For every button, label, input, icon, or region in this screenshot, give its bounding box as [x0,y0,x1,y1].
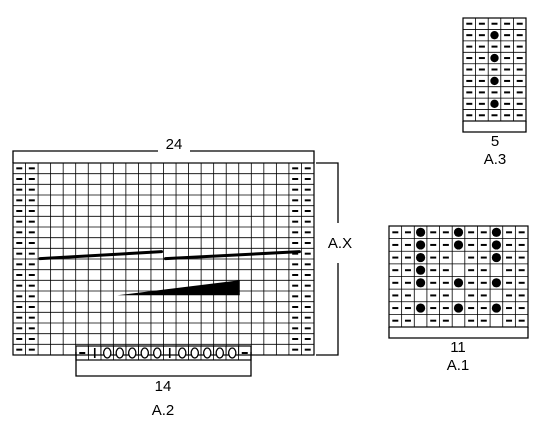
ax-shaping-line [164,250,301,261]
a1-bobble-dot-symbol [415,240,426,250]
a1-bobble-dot-symbol [491,303,502,313]
ax-height-bracket [316,162,339,356]
a2-yarn-over-symbol [202,347,212,359]
a2-width-bracket [75,352,252,377]
a3-width-label: 5 [491,133,499,150]
a3-bobble-dot-symbol [490,30,499,40]
a2-yarn-over-symbol [127,347,137,359]
a1-width-bracket [388,327,529,339]
a3-grid-border [462,17,527,122]
a1-bobble-dot-symbol [491,278,502,288]
a1-bobble-dot-symbol [415,227,426,237]
a2-chart-label: A.2 [152,402,175,419]
chart-a3 [462,17,527,122]
a2-yarn-over-symbol [140,347,149,359]
a3-bobble-dot-symbol [490,53,499,63]
a1-bobble-dot-symbol [415,303,426,313]
ax-height-label: A.X [328,235,352,252]
a2-yarn-over-symbol [103,347,112,359]
a1-bobble-dot-symbol [453,240,464,250]
a2-yarn-over-symbol [177,347,187,359]
ax-shaping-wedge [117,280,240,296]
a1-bobble-dot-symbol [415,265,426,275]
a1-bobble-dot-symbol [491,252,502,263]
chart-ax [12,162,315,356]
ax-width-bracket [12,150,315,163]
a1-bobble-dot-symbol [415,252,426,263]
a2-yarn-over-symbol [215,347,224,359]
a2-yarn-over-symbol [152,347,162,359]
a3-width-bracket [462,121,527,133]
a1-bobble-dot-symbol [453,227,464,237]
a3-chart-label: A.3 [484,151,507,168]
a1-bobble-dot-symbol [491,227,502,237]
a3-bobble-dot-symbol [490,76,499,86]
a3-bobble-dot-symbol [490,99,499,109]
a2-yarn-over-symbol [115,347,125,359]
a1-chart-label: A.1 [447,357,470,374]
a1-width-label: 11 [450,339,466,356]
a2-yarn-over-symbol [227,347,237,359]
a1-bobble-dot-symbol [453,278,464,288]
a1-bobble-dot-symbol [453,303,464,313]
a1-bobble-dot-symbol [491,240,502,250]
a2-width-label: 14 [155,378,172,395]
chart-a2 [75,345,252,361]
ax-width-label: 24 [166,136,183,153]
a2-yarn-over-symbol [190,347,199,359]
ax-shaping-line [38,250,163,261]
a1-bobble-dot-symbol [415,278,426,288]
chart-a1 [388,225,529,328]
